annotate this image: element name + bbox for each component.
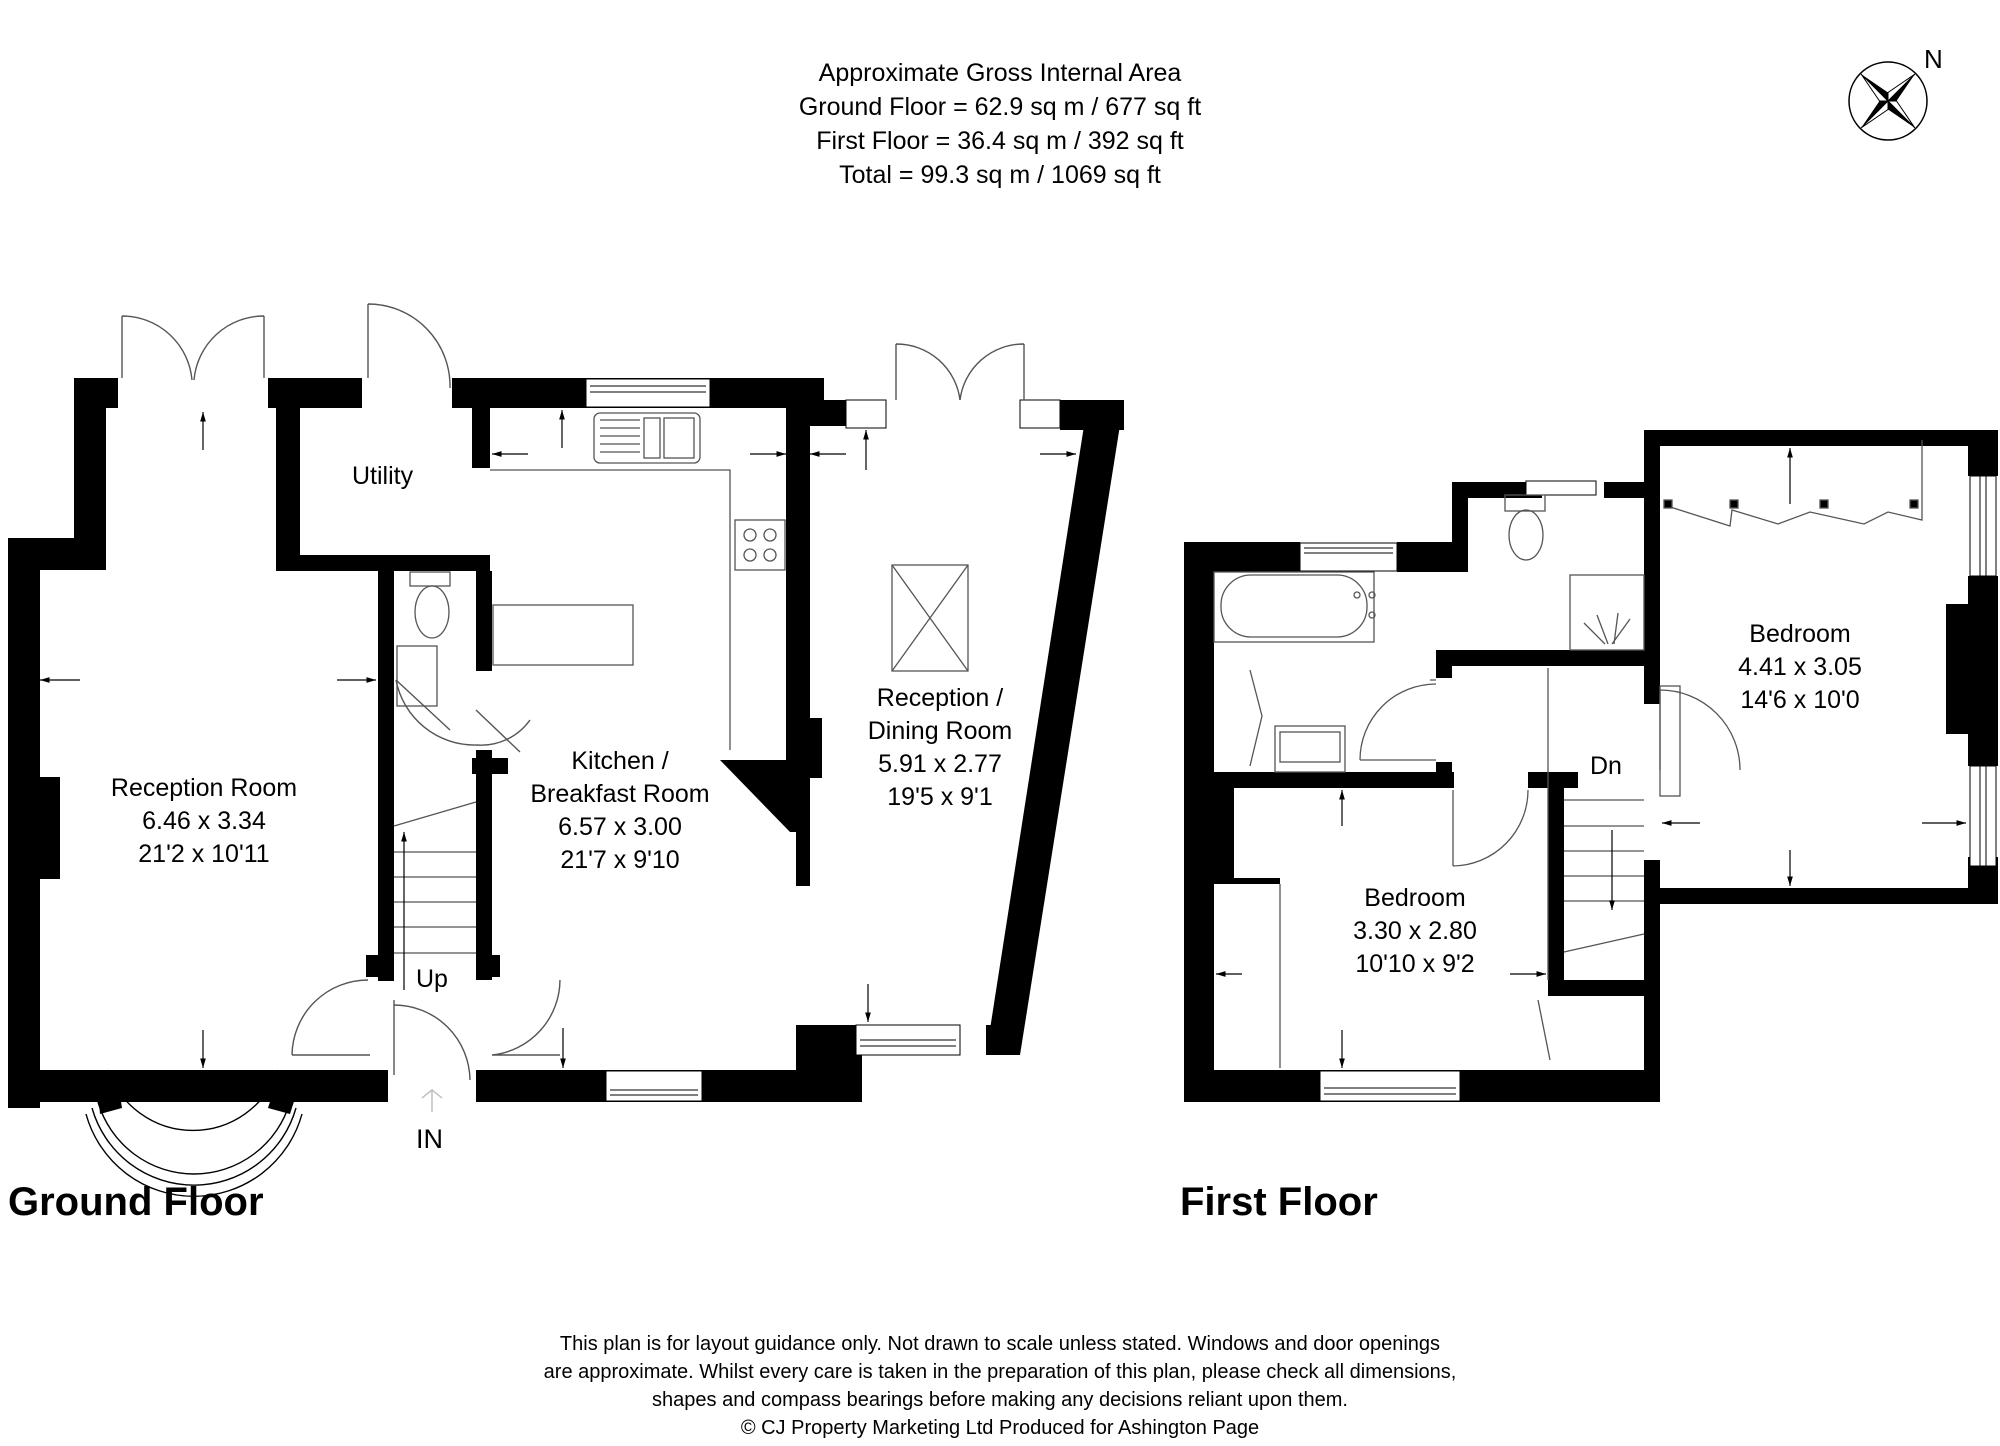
compass-north-label: N — [1924, 44, 1943, 74]
copyright-line: © CJ Property Marketing Ltd Produced for… — [740, 1417, 1260, 1439]
room-size-imperial: 21'7 x 9'10 — [560, 846, 680, 874]
area-summary: Approximate Gross Internal Area Ground F… — [700, 56, 1300, 192]
area-heading: Approximate Gross Internal Area — [818, 59, 1182, 87]
ground-floor-area: Ground Floor = 62.9 sq m / 677 sq ft — [798, 93, 1202, 121]
room-size-metric: 3.30 x 2.80 — [1353, 917, 1477, 945]
room-size-imperial: 19'5 x 9'1 — [887, 783, 993, 811]
first-dimension-arrows — [1216, 448, 1966, 1068]
ground-floor-doors — [121, 303, 1025, 1081]
room-size-metric: 6.46 x 3.34 — [142, 807, 266, 835]
room-label-kitchen-breakfast: Kitchen / Breakfast Room 6.57 x 3.00 21'… — [500, 745, 740, 877]
room-size-metric: 4.41 x 3.05 — [1738, 653, 1862, 681]
first-floor-fixtures — [1213, 440, 1923, 1068]
room-size-metric: 6.57 x 3.00 — [558, 813, 682, 841]
ground-floor-title: Ground Floor — [8, 1180, 264, 1224]
entrance-arrow-icon — [421, 1088, 443, 1112]
room-label-utility: Utility — [352, 462, 414, 490]
disclaimer-line-1: This plan is for layout guidance only. N… — [559, 1333, 1441, 1355]
stairs-down-label: Dn — [1590, 752, 1622, 780]
kitchen-fixtures — [393, 412, 969, 954]
room-label-reception-room: Reception Room 6.46 x 3.34 21'2 x 10'11 — [84, 772, 324, 871]
room-size-imperial: 14'6 x 10'0 — [1740, 686, 1860, 714]
room-label-bedroom-2: Bedroom 3.30 x 2.80 10'10 x 9'2 — [1305, 882, 1525, 981]
room-name: Reception Room — [110, 774, 298, 802]
room-name: Bedroom — [1749, 620, 1851, 648]
first-floor-title: First Floor — [1180, 1180, 1378, 1224]
ground-floor-windows — [585, 378, 1061, 1102]
room-label-reception-dining: Reception / Dining Room 5.91 x 2.77 19'5… — [840, 682, 1040, 814]
bay-window — [85, 1069, 303, 1198]
room-size-imperial: 21'2 x 10'11 — [138, 840, 270, 868]
room-name-line1: Reception / — [876, 684, 1004, 712]
disclaimer-line-3: shapes and compass bearings before makin… — [652, 1389, 1348, 1411]
stairs-up-label: Up — [416, 965, 448, 993]
first-floor-area: First Floor = 36.4 sq m / 392 sq ft — [816, 127, 1184, 155]
room-name-line1: Kitchen / — [571, 747, 669, 775]
first-floor-windows — [1299, 475, 1997, 1102]
ground-dimension-arrows — [40, 410, 1076, 1068]
total-area: Total = 99.3 sq m / 1069 sq ft — [839, 161, 1161, 189]
compass-rose-icon — [1848, 61, 1928, 141]
room-size-metric: 5.91 x 2.77 — [878, 750, 1002, 778]
ground-floor-plan — [8, 378, 1124, 1108]
disclaimer: This plan is for layout guidance only. N… — [400, 1330, 1600, 1442]
entrance-label: IN — [416, 1124, 443, 1154]
room-label-bedroom-1: Bedroom 4.41 x 3.05 14'6 x 10'0 — [1690, 618, 1910, 717]
room-size-imperial: 10'10 x 9'2 — [1355, 950, 1475, 978]
room-name-line2: Breakfast Room — [530, 780, 710, 808]
disclaimer-line-2: are approximate. Whilst every care is ta… — [543, 1361, 1457, 1383]
room-name: Bedroom — [1364, 884, 1466, 912]
room-name-line2: Dining Room — [867, 717, 1013, 745]
